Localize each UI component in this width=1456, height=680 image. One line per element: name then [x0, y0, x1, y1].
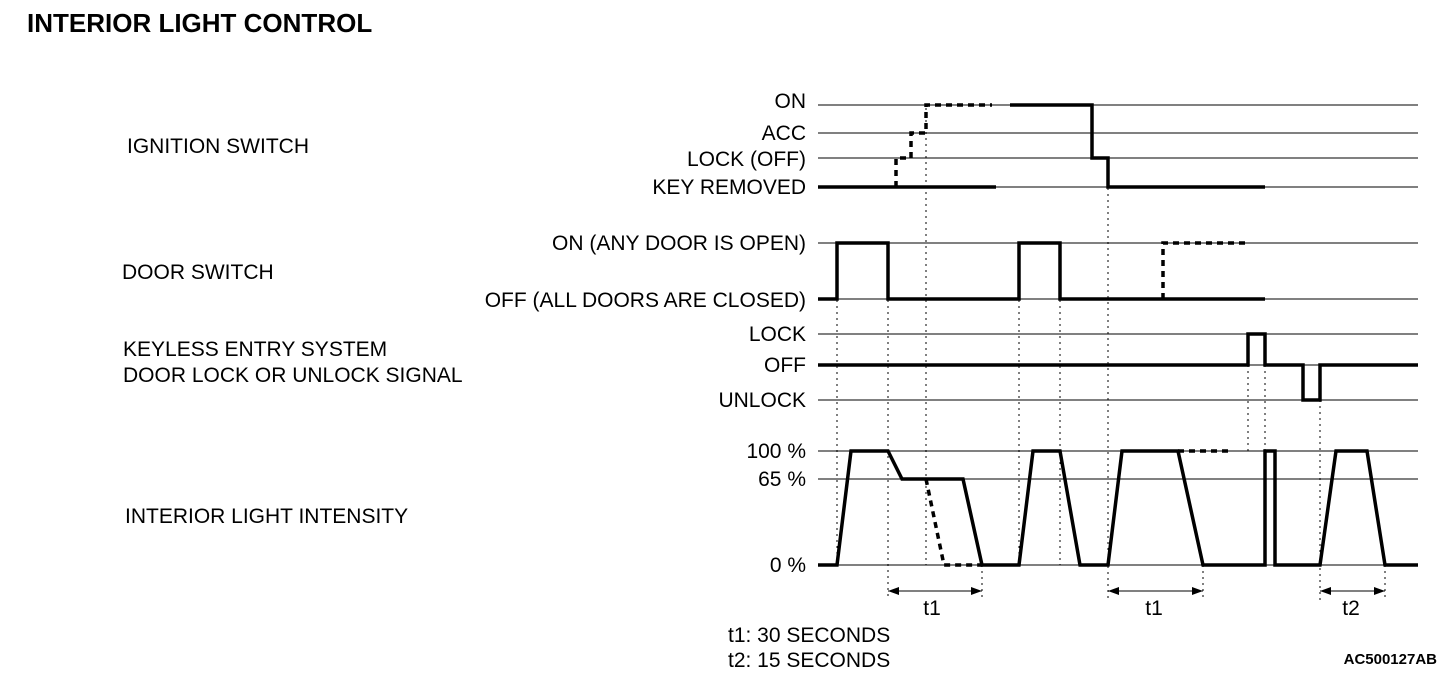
door-level-off: OFF (ALL DOORS ARE CLOSED)	[485, 289, 806, 312]
t2-label: t2	[1342, 597, 1360, 620]
page-title: INTERIOR LIGHT CONTROL	[27, 8, 372, 38]
keyless-entry-label-line2: DOOR LOCK OR UNLOCK SIGNAL	[123, 364, 463, 387]
legend-t2: t2: 15 SECONDS	[728, 649, 890, 672]
ignition-level-on: ON	[775, 90, 807, 113]
intensity-waveform	[818, 449, 1418, 567]
intensity-level-0: 0 %	[770, 554, 806, 577]
t2-dimension: t2	[1320, 587, 1385, 620]
intensity-level-100: 100 %	[746, 440, 806, 463]
interior-light-intensity-label: INTERIOR LIGHT INTENSITY	[125, 505, 408, 528]
door-waveform	[818, 241, 1265, 301]
ignition-waveform	[818, 103, 1265, 189]
legend-t1: t1: 30 SECONDS	[728, 624, 890, 647]
ignition-level-lock: LOCK (OFF)	[687, 148, 806, 171]
keyless-level-off: OFF	[764, 354, 806, 377]
keyless-level-lock: LOCK	[749, 323, 806, 346]
keyless-waveform	[818, 332, 1418, 402]
keyless-entry-label-line1: KEYLESS ENTRY SYSTEM	[123, 338, 387, 361]
t1-first-label: t1	[923, 597, 941, 620]
timing-guides	[836, 108, 1386, 600]
t1-first-dimension: t1	[888, 587, 982, 620]
t1-second-label: t1	[1145, 597, 1163, 620]
figure-code: AC500127AB	[1344, 651, 1438, 668]
ignition-level-key-removed: KEY REMOVED	[652, 176, 806, 199]
intensity-level-65: 65 %	[758, 468, 806, 491]
t1-second-dimension: t1	[1108, 587, 1203, 620]
keyless-level-unlock: UNLOCK	[718, 389, 806, 412]
ignition-level-acc: ACC	[762, 122, 806, 145]
ignition-switch-label: IGNITION SWITCH	[127, 135, 309, 158]
door-switch-label: DOOR SWITCH	[122, 261, 274, 284]
door-level-on: ON (ANY DOOR IS OPEN)	[552, 232, 806, 255]
